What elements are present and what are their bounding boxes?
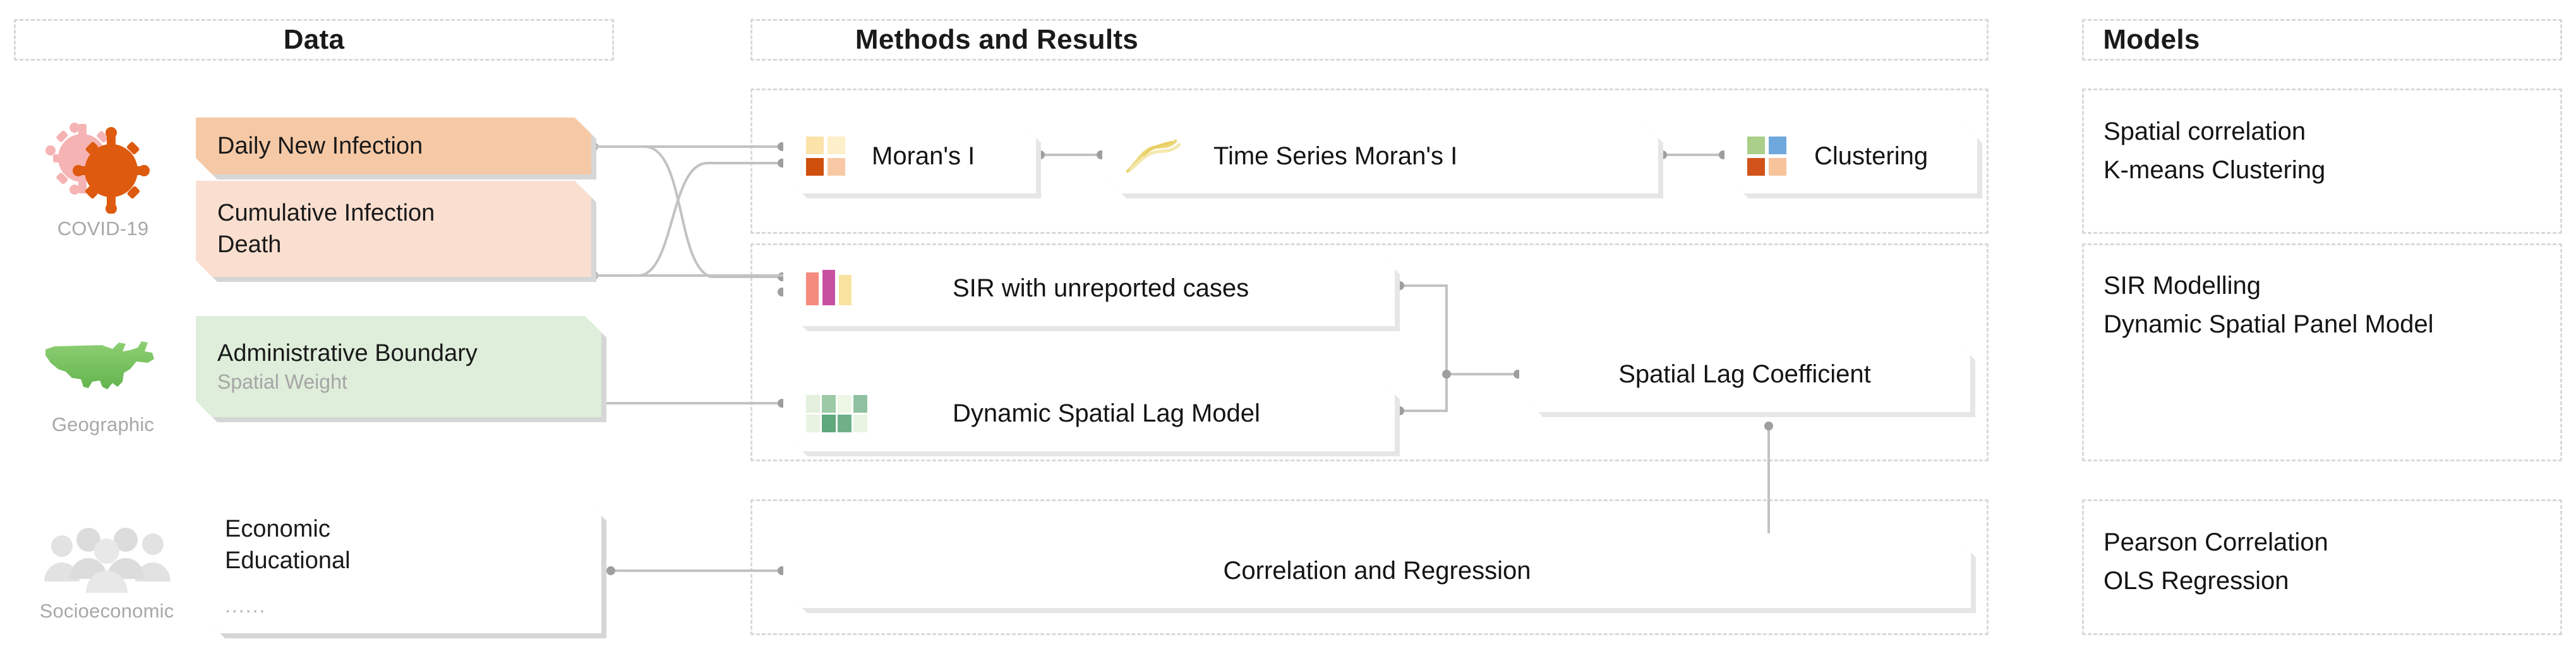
source-socioeconomic: Socioeconomic: [15, 523, 198, 643]
data-node-administrative-boundary[interactable]: Administrative Boundary Spatial Weight: [196, 316, 601, 417]
models-group-1-line-0: Spatial correlation: [2104, 118, 2306, 145]
cumulative-infection-death-label: Cumulative Infection Death: [217, 199, 435, 258]
models-group-3: Pearson Correlation OLS Regression: [2104, 523, 2546, 600]
data-header-label: Data: [283, 24, 345, 55]
models-header-label: Models: [2103, 24, 2200, 55]
source-socioeconomic-caption: Socioeconomic: [39, 600, 174, 622]
method-sir-unreported[interactable]: SIR with unreported cases: [783, 250, 1395, 326]
dynamic-spatial-lag-model-label: Dynamic Spatial Lag Model: [953, 399, 1260, 427]
method-dynamic-spatial-lag-model[interactable]: Dynamic Spatial Lag Model: [783, 375, 1395, 451]
models-group-2-line-1: Dynamic Spatial Panel Model: [2104, 310, 2434, 338]
models-group-2: SIR Modelling Dynamic Spatial Panel Mode…: [2104, 267, 2546, 344]
administrative-boundary-label: Administrative Boundary: [217, 340, 478, 367]
models-group-2-line-0: SIR Modelling: [2104, 272, 2261, 300]
method-clustering[interactable]: Clustering: [1724, 119, 1977, 193]
method-time-series-morans-i[interactable]: Time Series Moran's I: [1102, 119, 1658, 193]
bars-3-pink-icon: [805, 267, 858, 309]
morans-i-label: Moran's I: [872, 142, 975, 170]
source-geographic-caption: Geographic: [51, 413, 155, 435]
grid-2x2-orange-icon: [805, 135, 846, 177]
method-correlation-regression[interactable]: Correlation and Regression: [783, 533, 1971, 608]
method-spatial-lag-coefficient[interactable]: Spatial Lag Coefficient: [1519, 336, 1970, 412]
virus-icon: [45, 123, 150, 214]
methods-group-2-box: [750, 243, 1989, 461]
method-morans-i[interactable]: Moran's I: [783, 119, 1036, 193]
source-covid19: COVID-19: [24, 119, 182, 245]
models-group-3-line-1: OLS Regression: [2104, 566, 2289, 595]
daily-new-infection-label: Daily New Infection: [217, 132, 423, 159]
administrative-boundary-sublabel: Spatial Weight: [217, 370, 347, 394]
grid-2x2-multicolor-icon: [1746, 135, 1788, 177]
models-header-box: Models: [2082, 19, 2562, 61]
line-chart-yellow-icon: [1125, 136, 1186, 176]
socioeconomic-variables-ellipsis: ......: [225, 594, 267, 617]
data-node-daily-new-infection[interactable]: Daily New Infection: [196, 118, 591, 174]
models-group-1-box: [2082, 88, 2562, 234]
source-geographic: Geographic: [24, 334, 182, 454]
sir-unreported-label: SIR with unreported cases: [953, 274, 1249, 302]
models-group-2-box: [2082, 243, 2562, 461]
clustering-label: Clustering: [1814, 142, 1929, 170]
methods-group-3-box: [750, 499, 1989, 635]
data-node-socioeconomic-variables[interactable]: Economic Educational ......: [203, 499, 601, 633]
correlation-regression-label: Correlation and Regression: [1223, 556, 1531, 585]
data-node-cumulative-infection-death[interactable]: Cumulative Infection Death: [196, 181, 591, 277]
people-group-icon: [44, 528, 171, 593]
usa-map-icon: [45, 341, 154, 389]
models-group-1: Spatial correlation K-means Clustering: [2104, 113, 2546, 190]
time-series-morans-i-label: Time Series Moran's I: [1213, 142, 1458, 170]
source-covid19-caption: COVID-19: [57, 217, 149, 240]
spatial-lag-coefficient-label: Spatial Lag Coefficient: [1618, 360, 1871, 388]
methods-header-box: Methods and Results: [750, 19, 1989, 61]
models-group-3-box: [2082, 499, 2562, 635]
socioeconomic-variables-label: Economic Educational: [225, 516, 351, 575]
models-group-1-line-1: K-means Clustering: [2104, 155, 2326, 184]
data-header-box: Data: [14, 19, 614, 61]
grid-4x2-green-icon: [805, 394, 870, 433]
models-group-3-line-0: Pearson Correlation: [2104, 528, 2328, 556]
methods-header-label: Methods and Results: [855, 24, 1139, 55]
